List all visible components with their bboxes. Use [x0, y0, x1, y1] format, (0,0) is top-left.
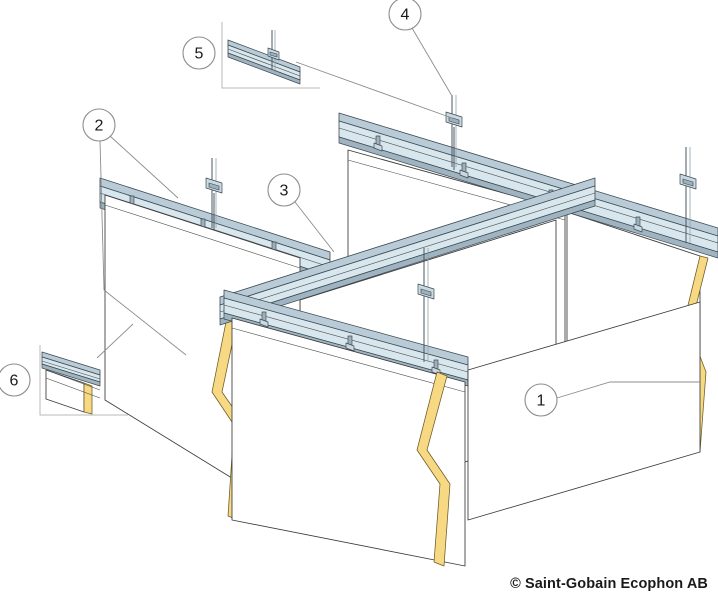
callout-4[interactable]: 4: [388, 0, 422, 31]
panel-clip: [633, 223, 643, 233]
inset-6-panel-guide-bottom: [45, 377, 101, 399]
rail-cross-groove: [219, 192, 596, 313]
callout-2-number: 2: [95, 118, 104, 135]
panel-clip: [345, 342, 355, 352]
leader-2: [109, 135, 179, 199]
copyright-notice: © Saint-Gobain Ecophon AB: [510, 576, 708, 592]
leader-3: [294, 201, 335, 253]
rod-spring-clip-core: [420, 288, 432, 297]
callout-6-circle[interactable]: [0, 363, 31, 397]
leader-6-to-main: [96, 323, 134, 359]
baffle-panel-front-center-seam: [231, 327, 466, 393]
leader-1: [556, 381, 700, 399]
inset-5-rail-flange: [227, 52, 301, 85]
panel-clip: [459, 169, 469, 179]
callout-4-circle[interactable]: [388, 0, 422, 31]
rod-spring-clip-core: [682, 178, 694, 187]
inset-5-rail-groove: [227, 48, 301, 77]
inset-5-rail-detail: [221, 22, 320, 89]
leader-5-to-main: [295, 61, 453, 119]
callout-4-number: 4: [401, 7, 410, 24]
inset-6-panel-edge: [83, 382, 93, 415]
baffle-panel-left-seam: [104, 204, 301, 269]
inset-6-rail-flange: [41, 363, 101, 387]
callout-5-circle[interactable]: [182, 36, 216, 70]
callout-2[interactable]: 2: [82, 108, 116, 142]
rail-back-upper-groove: [338, 127, 718, 244]
callout-1[interactable]: 1: [524, 383, 558, 417]
panel-edge-front-center: [416, 371, 451, 567]
baffle-panel-front-center: [231, 317, 466, 567]
panel-clip: [259, 318, 269, 328]
callout-3-number: 3: [280, 183, 289, 200]
callout-2-circle[interactable]: [82, 108, 116, 142]
rod-spring-clip-core: [448, 116, 460, 125]
panel-clip: [373, 142, 383, 152]
callout-6-number: 6: [10, 373, 19, 390]
inset-6-frame: [39, 345, 128, 416]
inset-5-spring-clip-core: [269, 51, 278, 58]
inset-6-rail-groove: [41, 360, 101, 380]
callout-1-circle[interactable]: [524, 383, 558, 417]
rail-cross-tee-center: [219, 177, 596, 326]
inset-6-panel-guide-top: [45, 369, 101, 391]
inset-5-frame: [221, 22, 320, 89]
callout-5[interactable]: 5: [182, 36, 216, 70]
leader-lines: [96, 27, 700, 399]
callout-3[interactable]: 3: [267, 173, 301, 207]
baffle-panel-right-front: [467, 301, 701, 521]
suspension-rod-back: [445, 95, 463, 170]
leader-4: [411, 27, 453, 97]
suspension-rod-left: [205, 158, 223, 232]
rail-cross-bottomflange: [219, 199, 596, 326]
callout-1-number: 1: [537, 393, 546, 410]
callout-3-circle[interactable]: [267, 173, 301, 207]
rail-back-upper-bottomflange: [338, 136, 718, 259]
right-front-panel-group: [467, 301, 701, 521]
callout-5-number: 5: [195, 46, 204, 63]
front-center-panel-group: [231, 317, 466, 567]
callouts-group: 1 2 3 4 5 6: [0, 0, 558, 417]
callout-6[interactable]: 6: [0, 363, 31, 397]
suspension-rod-front: [417, 248, 435, 362]
inset-6-connection-detail: [39, 345, 128, 416]
suspension-rod-far-right: [679, 147, 697, 243]
leader-2b: [99, 139, 187, 356]
rod-spring-clip-core: [208, 182, 220, 191]
